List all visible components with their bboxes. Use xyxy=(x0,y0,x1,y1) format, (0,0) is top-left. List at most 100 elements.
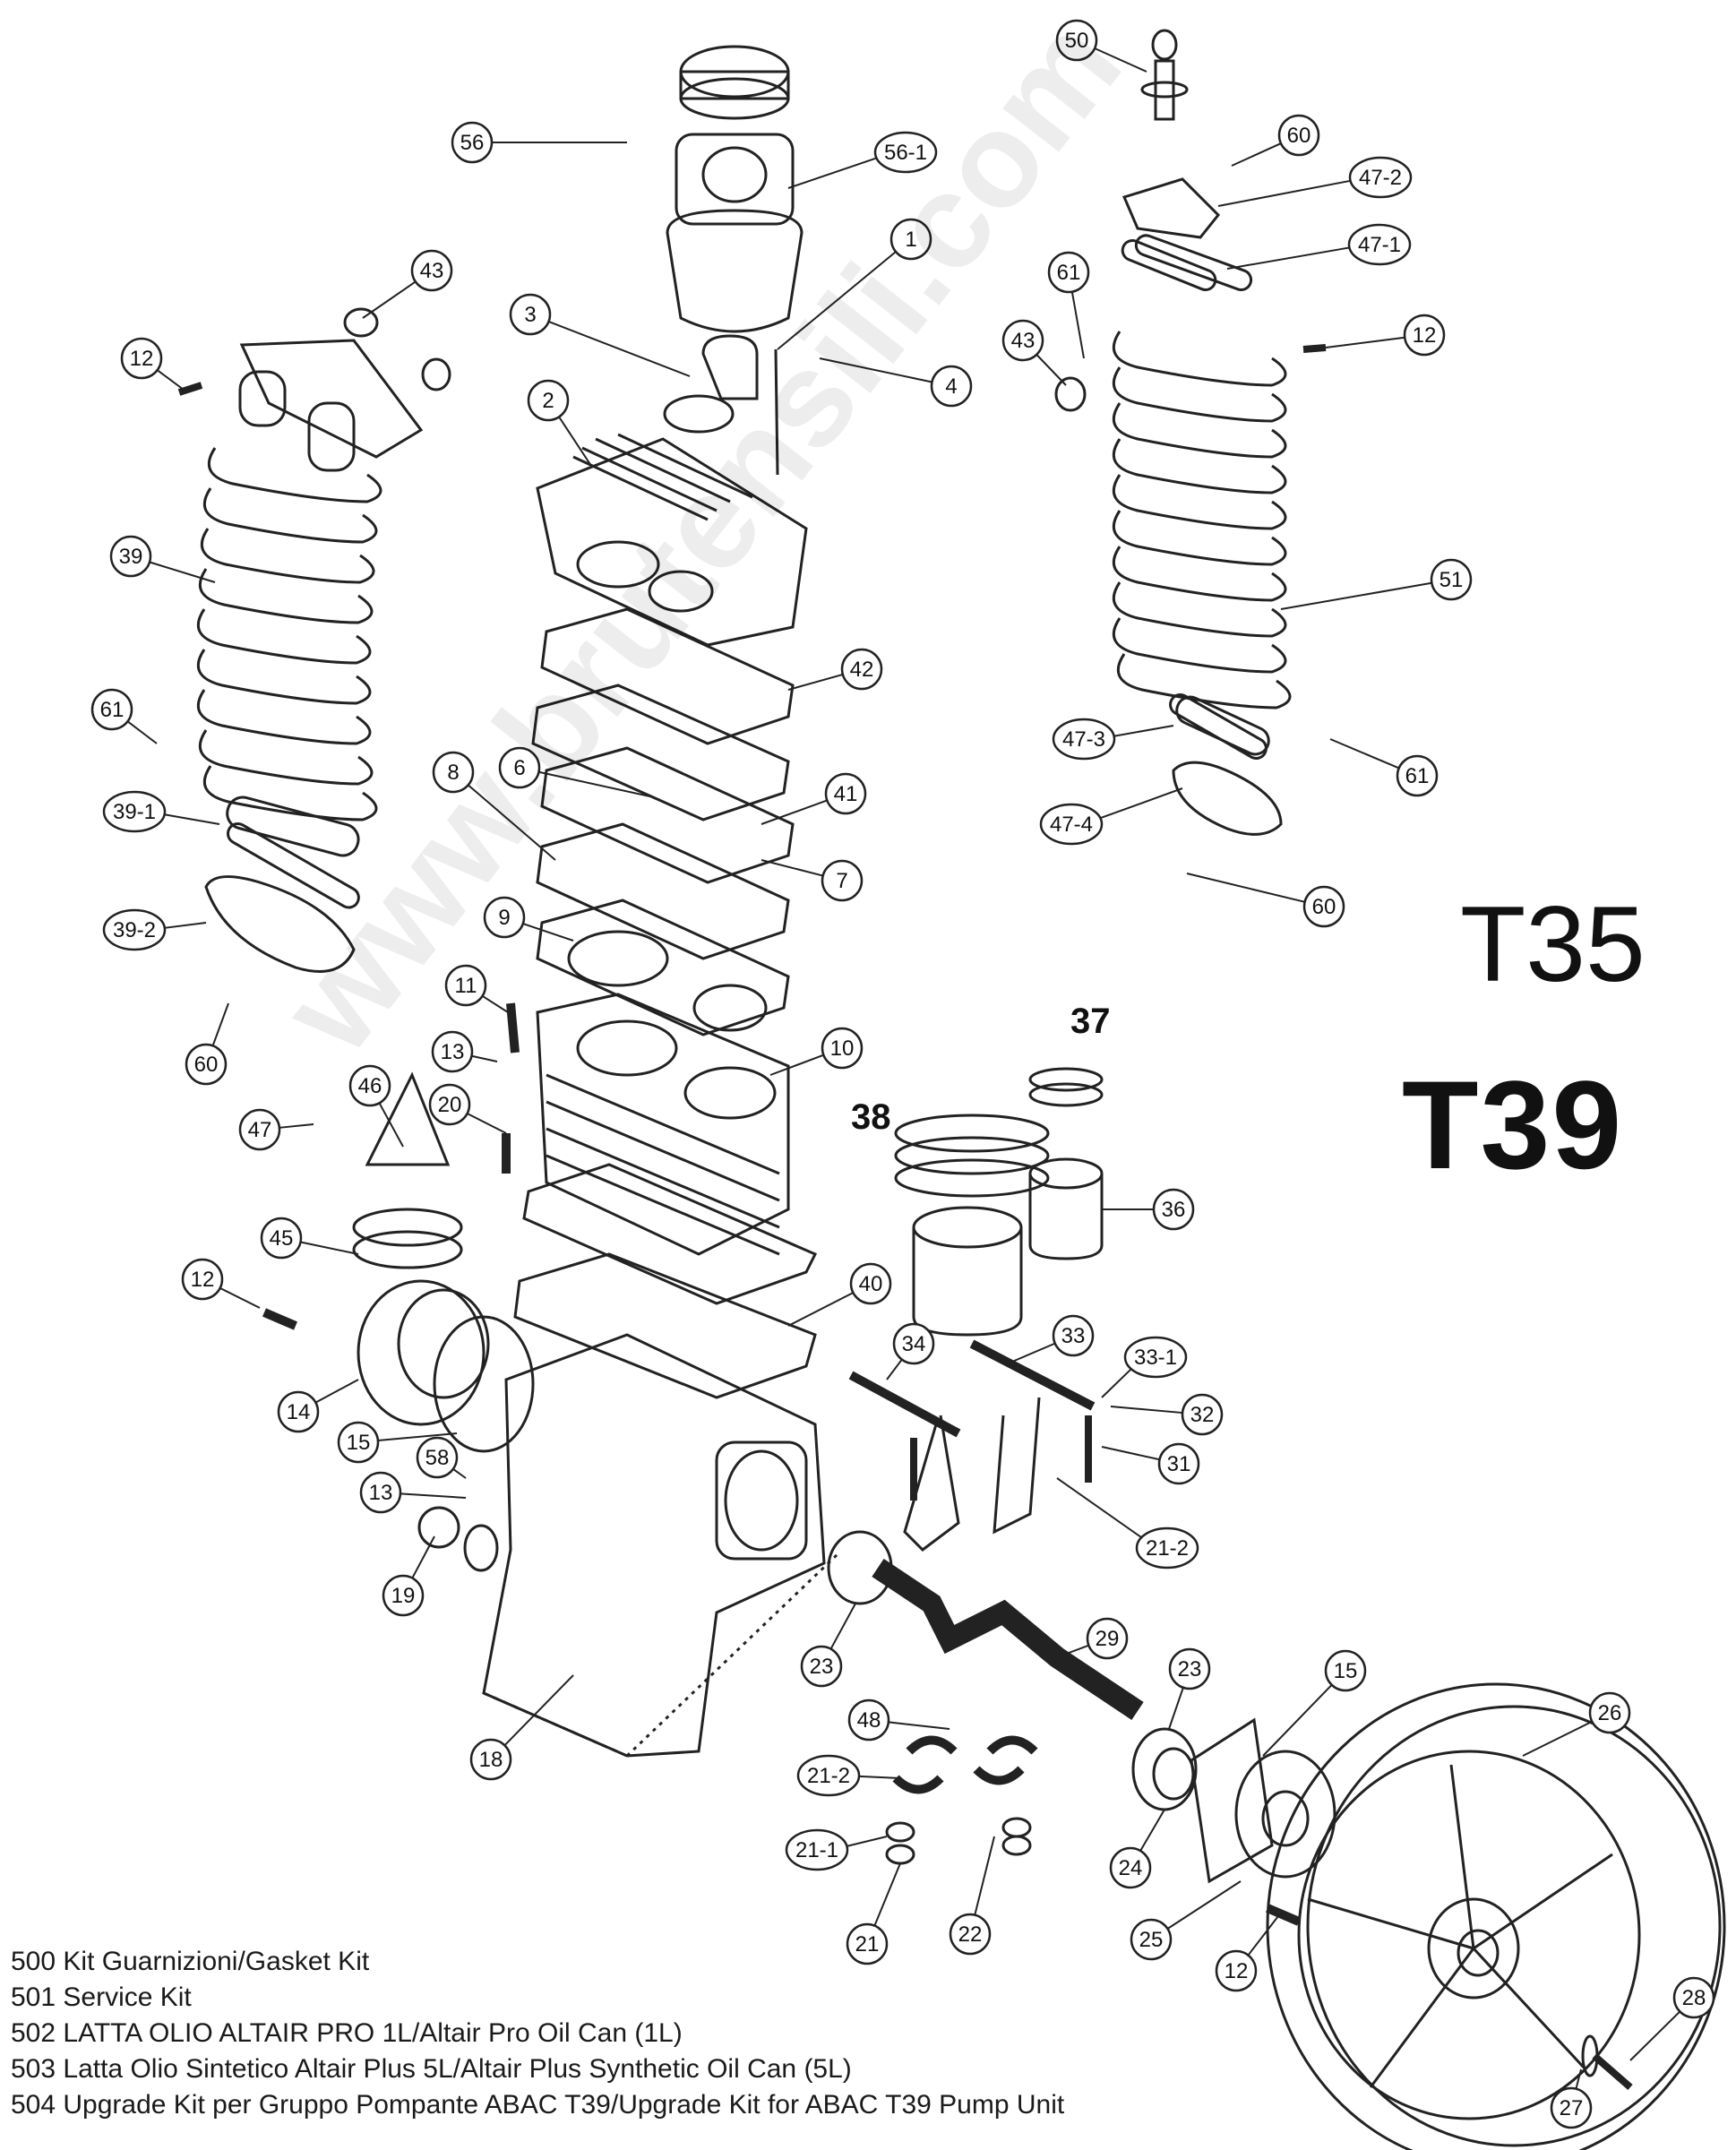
model-title-t35: T35 xyxy=(1460,884,1646,1004)
callout-number: 26 xyxy=(1598,1701,1622,1725)
callout-bubble xyxy=(1052,1314,1095,1357)
o-rings-part xyxy=(227,239,1268,1572)
part-callout-39-1: 39-1 xyxy=(102,790,167,833)
part-callout-36: 36 xyxy=(1152,1188,1195,1231)
callout-bubble xyxy=(431,1030,474,1073)
callout-leader-line xyxy=(1217,179,1351,207)
callout-leader-line xyxy=(1186,873,1305,903)
callout-bubble xyxy=(1055,19,1098,62)
callout-number: 47-2 xyxy=(1359,166,1402,190)
valve-plates-and-gaskets-part xyxy=(531,607,795,1036)
part-callout-12: 12 xyxy=(181,1258,224,1301)
kit-note: 500 Kit Guarnizioni/Gasket Kit xyxy=(11,1947,370,1976)
crankcase-part xyxy=(482,1333,839,1758)
callout-bubble xyxy=(1302,885,1345,928)
callout-bubble xyxy=(527,379,570,422)
part-callout-3: 3 xyxy=(509,293,552,336)
kit-note: 501 Service Kit xyxy=(11,1982,192,2012)
callout-leader-line xyxy=(787,673,844,691)
callout-number: 39-2 xyxy=(113,918,156,942)
callout-leader-line xyxy=(847,1836,888,1847)
callout-bubble xyxy=(90,688,133,731)
callout-bubble xyxy=(1168,1647,1211,1690)
callout-bubble xyxy=(1430,558,1473,601)
callout-bubble xyxy=(796,1754,861,1797)
right-aftercooler-coil-part xyxy=(1112,177,1292,836)
callout-number: 20 xyxy=(438,1093,462,1117)
callout-bubble xyxy=(498,746,541,789)
callout-leader-line xyxy=(886,1358,903,1380)
callout-bubble xyxy=(1324,1649,1367,1692)
callout-number: 40 xyxy=(859,1272,883,1296)
part-callout-47-3: 47-3 xyxy=(1052,718,1116,761)
callout-bubble xyxy=(1550,2086,1593,2129)
callout-bubble xyxy=(120,337,163,380)
part-callout-21-1: 21-1 xyxy=(785,1828,849,1871)
part-callout-58: 58 xyxy=(416,1436,459,1479)
part-callout-41: 41 xyxy=(824,772,867,815)
part-callout-15: 15 xyxy=(1324,1649,1367,1692)
callout-bubble xyxy=(892,1322,935,1365)
kit-note: 502 LATTA OLIO ALTAIR PRO 1L/Altair Pro … xyxy=(11,2018,683,2048)
callout-leader-line xyxy=(1056,1644,1089,1658)
callout-number: 56 xyxy=(460,131,485,155)
callout-number: 36 xyxy=(1162,1198,1186,1222)
callout-number: 3 xyxy=(524,303,536,327)
callout-bubble xyxy=(432,751,475,794)
callout-number: 61 xyxy=(100,698,125,722)
part-callout-61: 61 xyxy=(1396,754,1439,797)
callout-bubble xyxy=(1086,1617,1129,1660)
callout-leader-line xyxy=(1226,246,1350,270)
callout-number: 58 xyxy=(425,1446,450,1470)
callout-number: 47-3 xyxy=(1062,727,1105,752)
callout-number: 29 xyxy=(1096,1627,1120,1651)
callout-leader-line xyxy=(777,251,897,350)
callout-number: 33-1 xyxy=(1134,1346,1177,1370)
part-callout-29: 29 xyxy=(1086,1617,1129,1660)
callout-number: 50 xyxy=(1065,29,1089,53)
callout-number: 43 xyxy=(1011,329,1036,353)
callout-bubble xyxy=(260,1217,303,1260)
callout-leader-line xyxy=(873,1862,901,1927)
callout-leader-line xyxy=(1575,2068,1582,2089)
callout-number: 15 xyxy=(1334,1659,1358,1683)
callout-number: 19 xyxy=(391,1584,416,1608)
callout-number: 21-1 xyxy=(795,1838,838,1862)
callout-leader-line xyxy=(1070,291,1085,359)
callout-number: 39 xyxy=(119,545,143,569)
callout-bubble xyxy=(102,790,167,833)
callout-number: 46 xyxy=(358,1074,382,1098)
callout-leader-line xyxy=(1101,1368,1132,1398)
part-callout-39-2: 39-2 xyxy=(102,908,167,951)
callout-leader-line xyxy=(300,1241,359,1255)
callout-bubble xyxy=(821,1027,864,1070)
part-callout-8: 8 xyxy=(432,751,475,794)
rear-cover-part xyxy=(1190,1717,1336,1884)
callout-number: 45 xyxy=(270,1226,294,1251)
callout-number: 32 xyxy=(1190,1403,1215,1427)
callout-leader-line xyxy=(1113,725,1174,737)
part-callout-43: 43 xyxy=(1001,319,1044,362)
callout-bubble xyxy=(824,772,867,815)
callout-bubble xyxy=(509,293,552,336)
part-callout-60: 60 xyxy=(185,1043,228,1086)
callout-leader-line xyxy=(377,1432,458,1442)
callout-leader-line xyxy=(149,561,216,583)
callout-number: 21-2 xyxy=(807,1764,850,1788)
callout-bubble xyxy=(1403,314,1446,357)
callout-bubble xyxy=(873,131,938,174)
callout-bubble xyxy=(1588,1691,1631,1734)
callout-leader-line xyxy=(362,280,417,319)
base-gasket-part xyxy=(513,1252,817,1399)
callout-bubble xyxy=(840,648,883,691)
part-callout-2: 2 xyxy=(527,379,570,422)
callout-leader-line xyxy=(829,1603,856,1650)
bearing-flange-part xyxy=(352,1071,535,1453)
left-intercooler-coil-part xyxy=(196,339,424,973)
callout-bubble xyxy=(410,249,453,292)
callout-number: 61 xyxy=(1057,261,1081,285)
callout-leader-line xyxy=(1056,1477,1142,1539)
part-callout-26: 26 xyxy=(1588,1691,1631,1734)
flywheel-pulley-part xyxy=(1266,1682,1726,2150)
callout-leader-line xyxy=(1231,142,1282,167)
